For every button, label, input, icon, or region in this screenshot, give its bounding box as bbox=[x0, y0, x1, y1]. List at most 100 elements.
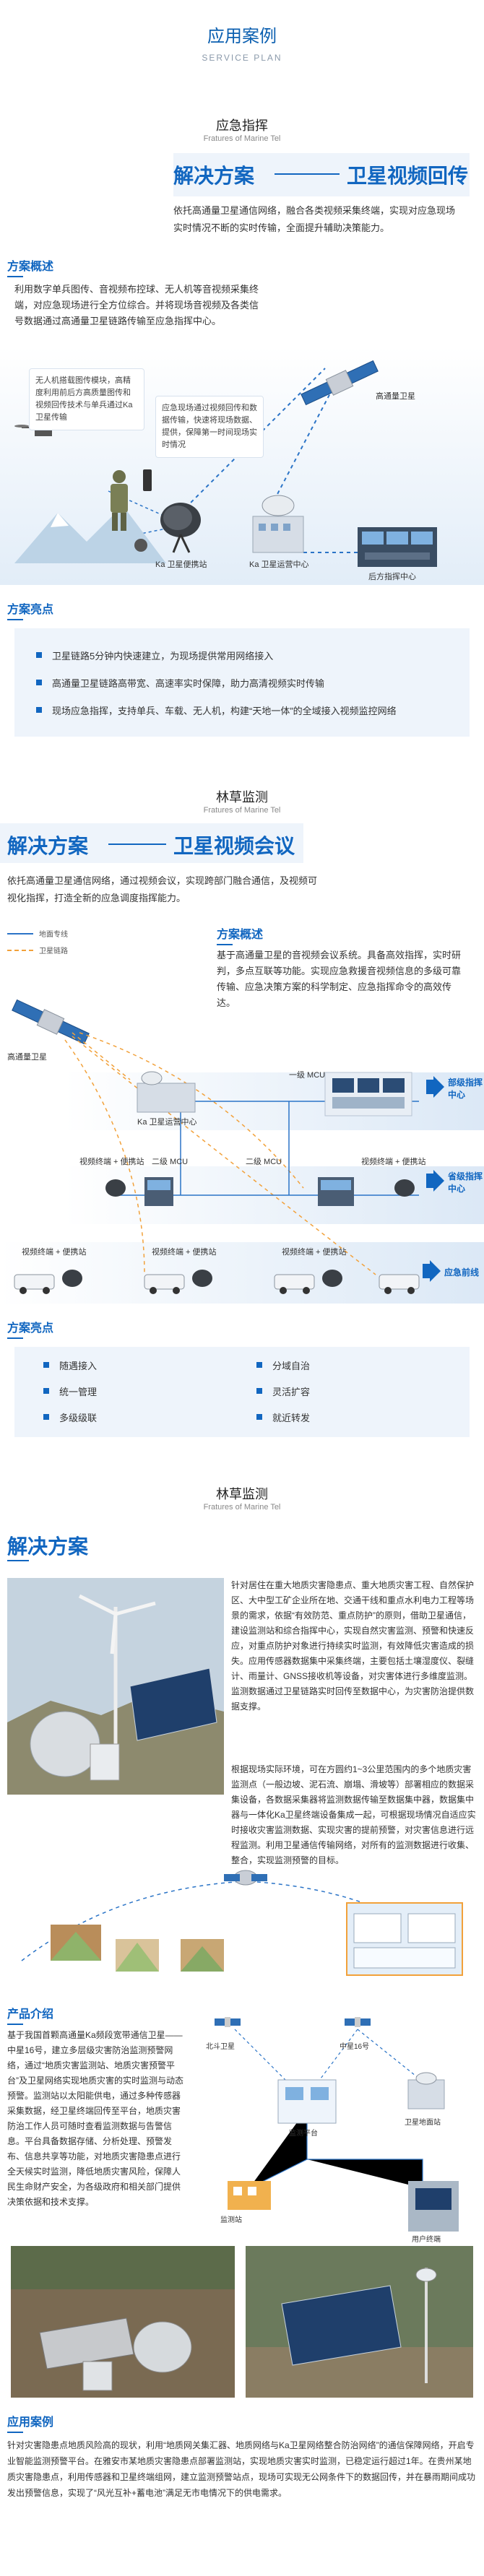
section1-solution-name: 卫星视频回传 bbox=[347, 165, 469, 187]
bullet-icon bbox=[43, 1362, 49, 1368]
section2-banner-bg bbox=[0, 823, 303, 863]
s2-overview-heading: 方案概述 bbox=[217, 924, 263, 945]
legend-dashed-line-icon bbox=[7, 949, 33, 951]
s3-network-diagram: 北斗卫星 监测站 中星16号 监测平台 卫星地面站 用户终端 bbox=[191, 2000, 480, 2244]
section1-heading: 应急指挥 Fratures of Marine Tel bbox=[0, 116, 484, 143]
s1-highlights-list: 卫星链路5分钟内快速建立，为现场提供常用网络接入 高通量卫星链路高带宽、高速率实… bbox=[14, 628, 470, 737]
s1-label-ka-portable: Ka 卫星便携站 bbox=[155, 560, 207, 569]
section3-title: 林草监测 bbox=[216, 1487, 268, 1501]
s3-dl-ground-station: 卫星地面站 bbox=[405, 2119, 441, 2127]
s1-highlight-1: 卫星链路5分钟内快速建立，为现场提供常用网络接入 bbox=[36, 641, 448, 669]
page-subtitle: SERVICE PLAN bbox=[202, 53, 282, 63]
s2-highlight-text: 分域自治 bbox=[272, 1360, 311, 1371]
section1-banner-bg bbox=[173, 153, 470, 196]
s3-monitoring-diagram bbox=[7, 1860, 477, 1990]
s1-highlights-underline bbox=[7, 619, 23, 620]
s2-label-mcu3: 二级 MCU bbox=[246, 1158, 282, 1166]
s2-label-dept-center: 部级指挥中心 bbox=[448, 1077, 483, 1100]
s3-case-text: 针对灾害隐患点地质风险高的现状，利用“地质网关集汇器、地质网络与Ka卫星网络整合… bbox=[7, 2440, 476, 2498]
s2-highlight-3: 多级级联 bbox=[43, 1409, 228, 1425]
s1-overview-title: 方案概述 bbox=[7, 261, 54, 273]
s3-dl-platform: 监测平台 bbox=[289, 2130, 318, 2138]
s1-highlight-text: 高通量卫星链路高带宽、高速率实时保障，助力高清视频实时传输 bbox=[52, 677, 325, 689]
s1-label-rear-center: 后方指挥中心 bbox=[368, 573, 416, 581]
section2-solution-line bbox=[108, 844, 166, 845]
bullet-icon bbox=[43, 1414, 49, 1420]
s2-highlights-underline bbox=[7, 1337, 23, 1339]
section2-heading: 林草监测 Fratures of Marine Tel bbox=[0, 787, 484, 815]
bullet-icon bbox=[36, 680, 42, 685]
s3-product-heading: 产品介绍 bbox=[7, 2004, 53, 2025]
s2-overview-underline bbox=[217, 944, 233, 945]
bullet-icon bbox=[36, 652, 42, 658]
s3-network-diagram-svg bbox=[215, 2017, 459, 2232]
case-photo-1 bbox=[11, 2246, 235, 2398]
s3-dl-station: 监测站 bbox=[220, 2216, 242, 2224]
s2-label-mcu1: 一级 MCU bbox=[289, 1071, 326, 1080]
s1-highlights-heading: 方案亮点 bbox=[7, 599, 53, 620]
s2-diagram-svg bbox=[0, 999, 484, 1304]
s2-legend: 地面专线 卫星链路 bbox=[7, 928, 68, 955]
page-title: 应用案例 bbox=[207, 27, 277, 46]
s2-label-terminal-4: 视频终端 + 便携站 bbox=[152, 1248, 217, 1257]
s3-product-text: 基于我国首颗高通量Ka频段宽带通信卫星——中星16号，建立多层级灾害防治监测预警… bbox=[7, 2030, 183, 2207]
s1-label-satellite: 高通量卫星 bbox=[376, 392, 415, 401]
section2-subtitle: Fratures of Marine Tel bbox=[203, 806, 281, 815]
section3-heading: 林草监测 Fratures of Marine Tel bbox=[0, 1484, 484, 1512]
case-photo-2 bbox=[246, 2246, 473, 2398]
s2-highlights-grid: 随遇接入 分域自治 统一管理 灵活扩容 多级级联 就近转发 bbox=[14, 1347, 470, 1437]
section3-subtitle: Fratures of Marine Tel bbox=[203, 1503, 281, 1512]
s2-highlight-1: 随遇接入 bbox=[43, 1357, 228, 1373]
s2-label-ka-center: Ka 卫星运营中心 bbox=[137, 1118, 197, 1127]
section2-title: 林草监测 bbox=[216, 790, 268, 805]
legend-label-ground: 地面专线 bbox=[39, 931, 68, 939]
s2-highlights-heading: 方案亮点 bbox=[7, 1318, 53, 1339]
s1-callout-field: 应急现场通过视频回传和数据传输，快速将现场数据、提供，保障第一时间现场实时情况 bbox=[155, 396, 264, 458]
legend-item-satellite: 卫星链路 bbox=[7, 945, 68, 955]
s1-diagram: 无人机搭载图传模块，高精度利用前后方高质量图传和视频回传技术与单兵通过Ka卫星传… bbox=[0, 347, 484, 585]
s2-highlight-text: 灵活扩容 bbox=[272, 1386, 311, 1397]
section1-solution-label: 解决方案 bbox=[173, 165, 255, 187]
s3-text2: 根据现场实际环境，可在方圆约1~3公里范围内的多个地质灾害监测点（一般边坡、泥石… bbox=[231, 1764, 476, 1865]
s2-highlight-text: 就近转发 bbox=[272, 1412, 311, 1423]
legend-item-ground: 地面专线 bbox=[7, 928, 68, 939]
s3-dl-beidou: 北斗卫星 bbox=[206, 2043, 235, 2051]
legend-solid-line-icon bbox=[7, 932, 33, 934]
s3-case-title: 应用案例 bbox=[7, 2416, 54, 2429]
s2-highlight-text: 多级级联 bbox=[59, 1412, 98, 1423]
s2-label-prov-center: 省级指挥中心 bbox=[448, 1171, 483, 1194]
bullet-icon bbox=[256, 1414, 262, 1420]
s1-overview-text: 利用数字单兵图传、音视频布控球、无人机等音视频采集终端，对应急现场进行全方位综合… bbox=[14, 284, 259, 326]
section1-solution-line bbox=[275, 173, 340, 175]
s2-highlight-2: 统一管理 bbox=[43, 1383, 228, 1399]
section2-solution-label: 解决方案 bbox=[7, 835, 89, 857]
section3-solution-label: 解决方案 bbox=[7, 1535, 89, 1558]
s2-highlight-4: 分域自治 bbox=[256, 1357, 441, 1373]
s2-overview-text: 基于高通量卫星的音视频会议系统。具备高效指挥，实时研判，多点互联等功能。实现应急… bbox=[217, 950, 462, 1008]
bullet-icon bbox=[256, 1362, 262, 1368]
s2-label-terminal-2: 视频终端 + 便携站 bbox=[361, 1158, 426, 1166]
s1-highlight-text: 卫星链路5分钟内快速建立，为现场提供常用网络接入 bbox=[52, 650, 274, 662]
bullet-icon bbox=[256, 1388, 262, 1394]
s1-overview-underline bbox=[7, 276, 23, 277]
s3-case-underline bbox=[7, 2432, 23, 2433]
bullet-icon bbox=[36, 707, 42, 713]
section1-intro: 依托高通量卫星通信网络，融合各类视频采集终端，实现对应急现场实时情况不断的实时传… bbox=[173, 205, 456, 233]
s1-callout-drone: 无人机搭载图传模块，高精度利用前后方高质量图传和视频回传技术与单兵通过Ka卫星传… bbox=[29, 368, 144, 430]
s2-diagram: 高通量卫星 一级 MCU Ka 卫星运营中心 部级指挥中心 视频终端 + 便携站… bbox=[0, 971, 484, 1304]
s2-label-terminal-1: 视频终端 + 便携站 bbox=[79, 1158, 144, 1166]
s2-highlight-text: 随遇接入 bbox=[59, 1360, 98, 1371]
bullet-icon bbox=[43, 1388, 49, 1394]
s3-product-underline bbox=[7, 2024, 23, 2025]
solar-station-illustration bbox=[7, 1578, 224, 1795]
s2-label-terminal-5: 视频终端 + 便携站 bbox=[282, 1248, 347, 1257]
s1-highlight-2: 高通量卫星链路高带宽、高速率实时保障，助力高清视频实时传输 bbox=[36, 669, 448, 696]
page-header: 应用案例 SERVICE PLAN bbox=[0, 22, 484, 63]
section3-solution-line bbox=[7, 1560, 29, 1561]
s2-highlight-text: 统一管理 bbox=[59, 1386, 98, 1397]
s1-highlight-3: 现场应急指挥，支持单兵、车载、无人机，构建“天地一体”的全域接入视频监控网络 bbox=[36, 696, 448, 724]
s2-highlights-title: 方案亮点 bbox=[7, 1322, 54, 1335]
legend-label-satellite: 卫星链路 bbox=[39, 947, 68, 955]
section2-solution-name: 卫星视频会议 bbox=[173, 835, 295, 857]
s3-dl-zx16: 中星16号 bbox=[340, 2043, 370, 2051]
